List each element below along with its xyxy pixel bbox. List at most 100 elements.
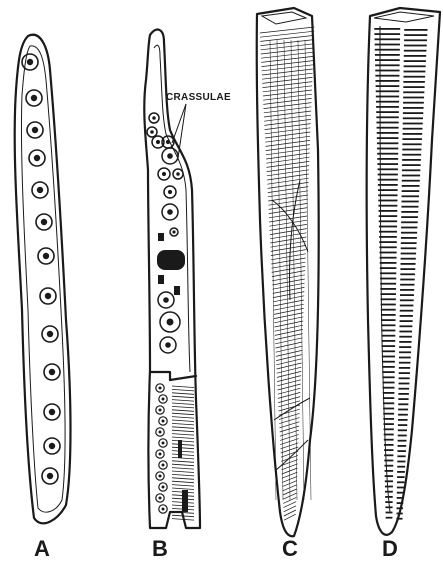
- slit-pit: [399, 372, 410, 374]
- pit-aperture: [167, 153, 173, 159]
- slit-pit: [383, 392, 395, 394]
- slit-pit: [380, 262, 397, 264]
- slit-pit: [379, 246, 396, 248]
- small-pit-aperture: [162, 398, 165, 401]
- stipple-line: [172, 400, 194, 402]
- stipple-line: [172, 427, 194, 429]
- stipple-line: [172, 393, 194, 395]
- pit-aperture: [172, 230, 175, 233]
- slit-pit: [403, 102, 424, 104]
- slit-pit: [404, 39, 427, 41]
- small-pit-aperture: [162, 464, 165, 467]
- pit-aperture: [163, 297, 169, 303]
- panel-c-spiral-band: [289, 180, 300, 300]
- slit-pit: [383, 418, 394, 420]
- slit-pit: [399, 362, 411, 364]
- slit-pit: [377, 148, 398, 150]
- slit-pit: [378, 194, 397, 196]
- slit-pit: [377, 163, 398, 165]
- slit-pit: [379, 215, 398, 217]
- stipple-line: [172, 488, 194, 490]
- stipple-line: [172, 389, 194, 391]
- slit-pit: [399, 367, 410, 369]
- slit-pit: [404, 71, 426, 73]
- panel-b-dark-band-small: [174, 286, 180, 295]
- slit-pit: [381, 324, 395, 326]
- slit-pit: [403, 86, 424, 88]
- slit-pit: [397, 507, 403, 509]
- panel-d-fiber: [367, 8, 440, 535]
- slit-pit: [404, 45, 427, 47]
- slit-pit: [397, 492, 404, 494]
- slit-pit: [378, 200, 397, 202]
- pit-aperture: [45, 293, 51, 299]
- slit-pit: [378, 184, 398, 186]
- slit-pit: [402, 149, 421, 151]
- small-pit-aperture: [159, 475, 162, 478]
- stipple-line: [172, 457, 194, 459]
- slit-pit: [399, 325, 412, 327]
- panel-label-c: C: [282, 536, 298, 561]
- pit-aperture: [152, 116, 156, 120]
- slit-pit: [376, 106, 399, 108]
- slit-pit: [403, 107, 424, 109]
- slit-pit: [383, 387, 395, 389]
- panel-c-fiber: [257, 8, 319, 536]
- slit-pit: [384, 465, 393, 467]
- slit-pit: [377, 132, 399, 134]
- slit-pit: [379, 241, 397, 243]
- pit-aperture: [176, 172, 180, 176]
- slit-pit: [402, 180, 420, 182]
- longitudinal-line: [277, 40, 283, 500]
- stipple-line: [172, 464, 194, 466]
- slit-pit: [378, 174, 398, 176]
- panel-b-broken-end: [150, 372, 196, 380]
- slit-pit: [397, 461, 405, 463]
- slit-pit: [400, 263, 415, 265]
- slit-pit: [398, 440, 407, 442]
- slit-pit: [397, 450, 405, 452]
- slit-pit: [397, 497, 404, 499]
- slit-pit: [375, 70, 399, 72]
- slit-pit: [375, 59, 400, 61]
- slit-pit: [380, 257, 397, 259]
- panel-label-a: A: [34, 536, 50, 561]
- slit-pit: [403, 123, 423, 125]
- slit-pit: [403, 112, 423, 114]
- slit-pit: [403, 76, 425, 78]
- slit-pit: [377, 153, 398, 155]
- slit-pit: [382, 340, 396, 342]
- slit-pit: [397, 455, 405, 457]
- slit-pit: [404, 50, 427, 52]
- slit-pit: [383, 413, 394, 415]
- stipple-line: [172, 420, 194, 422]
- slit-pit: [396, 513, 402, 515]
- slit-pit: [401, 227, 417, 229]
- slit-pit: [400, 315, 413, 317]
- slit-pit: [382, 356, 395, 358]
- slit-pit: [402, 169, 420, 171]
- slit-pit: [378, 179, 398, 181]
- slit-pit: [385, 501, 392, 503]
- small-pit-aperture: [162, 420, 165, 423]
- slit-pit: [401, 201, 418, 203]
- slit-pit: [385, 480, 393, 482]
- slit-pit: [381, 335, 395, 337]
- pit-aperture: [165, 342, 171, 348]
- slit-pit: [384, 428, 394, 430]
- slit-pit: [399, 383, 410, 385]
- slit-pit: [397, 471, 405, 473]
- slit-pit: [375, 80, 399, 82]
- pit-aperture: [47, 473, 53, 479]
- slit-pit: [386, 517, 393, 519]
- slit-pit: [381, 314, 396, 316]
- stipple-line: [172, 413, 194, 415]
- slit-pit: [382, 345, 395, 347]
- slit-pit: [402, 154, 421, 156]
- slit-pit: [403, 91, 424, 93]
- slit-pit: [402, 159, 421, 161]
- slit-pit: [399, 341, 411, 343]
- slit-pit: [402, 164, 421, 166]
- pit-aperture: [41, 219, 47, 225]
- crassulae-label: CRASSULAE: [166, 92, 231, 103]
